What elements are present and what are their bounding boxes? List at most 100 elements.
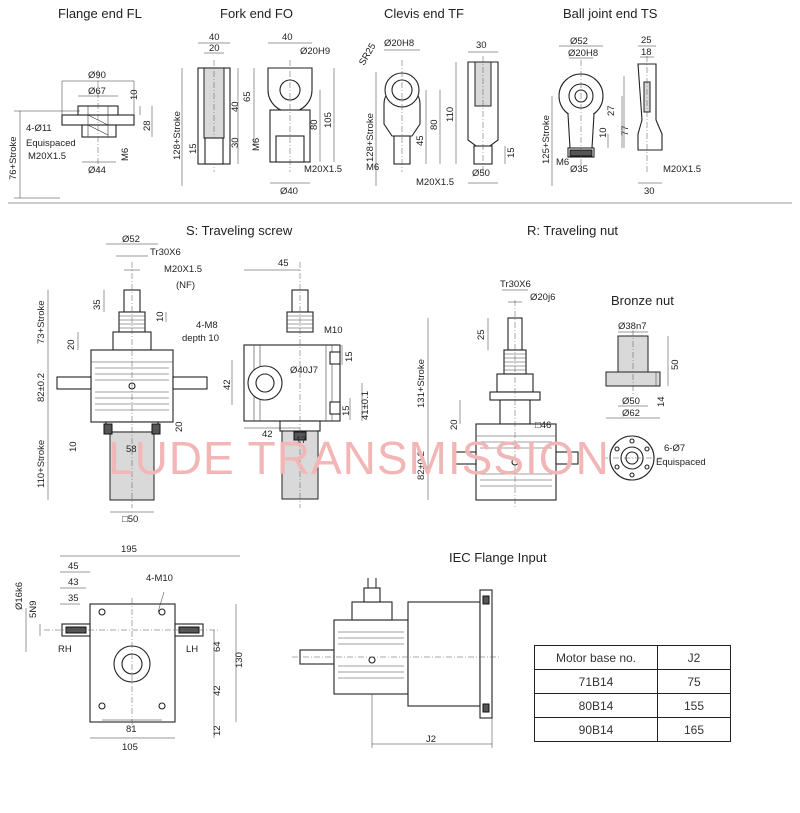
clevis-dim-w30: 30 <box>476 40 487 51</box>
flange-dim-h10: 10 <box>129 89 140 100</box>
ball-dim-thread: M20X1.5 <box>663 164 701 175</box>
nut-dim-tr: Tr30X6 <box>500 279 531 290</box>
base-dim-d16: Ø16k6 <box>14 582 25 610</box>
clevis-dim-d50: Ø50 <box>472 168 490 179</box>
bronze-dim-d50: Ø50 <box>622 396 640 407</box>
flange-dim-m6: M6 <box>120 148 131 161</box>
clevis-dim-m6: M6 <box>366 162 379 173</box>
motor-base-table: Motor base no. J2 71B14 75 80B14 155 90B… <box>534 645 731 742</box>
bronze-dim-holes: 6-Ø7 <box>664 443 685 454</box>
bronze-dim-equispaced: Equispaced <box>656 457 706 468</box>
title-fork-end: Fork end FO <box>220 6 293 21</box>
nut-dim-d20: Ø20j6 <box>530 292 555 303</box>
ball-dim-d52: Ø52 <box>570 36 588 47</box>
base-dim-h130: 130 <box>234 652 245 668</box>
fork-dim-stroke: 128+Stroke <box>172 111 183 160</box>
screw-dim-h20b: 20 <box>174 421 185 432</box>
screw-side-dim-w42: 42 <box>262 429 273 440</box>
table-cell-motor-base: 80B14 <box>534 693 658 718</box>
title-ball-joint-end: Ball joint end TS <box>563 6 658 21</box>
screw-side-dim-w45: 45 <box>278 258 289 269</box>
table-cell-j2: 165 <box>657 717 731 742</box>
bronze-dim-d62: Ø62 <box>622 408 640 419</box>
fork-dim-d20: Ø20H9 <box>300 46 330 57</box>
table-cell-motor-base: 90B14 <box>534 717 658 742</box>
ball-dim-w25: 25 <box>641 35 652 46</box>
ball-dim-h27: 27 <box>606 105 617 116</box>
table-row: 90B14 165 <box>534 717 731 742</box>
table-header-row: Motor base no. J2 <box>534 645 731 670</box>
fork-dim-h15: 15 <box>188 143 199 154</box>
screw-dim-h10b: 10 <box>68 441 79 452</box>
traveling-nut-drawing <box>427 289 579 508</box>
ball-dim-stroke: 125+Stroke <box>541 115 552 164</box>
nut-dim-h82: 82±0.2 <box>416 451 427 480</box>
base-dim-w43: 43 <box>68 577 79 588</box>
table-row: 80B14 155 <box>534 693 731 718</box>
base-dim-w35: 35 <box>68 593 79 604</box>
title-clevis-end: Clevis end TF <box>384 6 464 21</box>
base-dim-h12: 12 <box>212 725 223 736</box>
iec-flange-drawing <box>292 578 500 748</box>
fork-dim-m6: M6 <box>251 138 262 151</box>
base-dim-lh: LH <box>186 644 198 655</box>
title-iec-flange-input: IEC Flange Input <box>449 550 547 565</box>
fork-dim-h105: 105 <box>323 112 334 128</box>
screw-dim-d52: Ø52 <box>122 234 140 245</box>
base-dim-w45: 45 <box>68 561 79 572</box>
clevis-dim-d20: Ø20H8 <box>384 38 414 49</box>
fork-dim-h40: 40 <box>230 101 241 112</box>
fork-end-drawing <box>181 42 335 186</box>
table-header-j2: J2 <box>657 645 731 670</box>
fork-dim-w40a: 40 <box>209 32 220 43</box>
traveling-screw-side-drawing <box>231 262 363 508</box>
table-row: 71B14 75 <box>534 669 731 694</box>
title-traveling-nut: R: Traveling nut <box>527 223 618 238</box>
screw-dim-sq50: □50 <box>122 514 138 525</box>
fork-dim-w20: 20 <box>209 43 220 54</box>
nut-dim-stroke131: 131+Stroke <box>416 359 427 408</box>
ball-dim-w30: 30 <box>644 186 655 197</box>
clevis-dim-h110: 110 <box>445 107 456 122</box>
screw-side-dim-m8: 4-M8 <box>196 320 218 331</box>
base-dim-m10: 4-M10 <box>146 573 173 584</box>
clevis-dim-h80: 80 <box>429 119 440 130</box>
screw-side-dim-w17: 17 <box>296 435 307 446</box>
screw-side-dim-h42: 42 <box>222 379 233 390</box>
base-dim-rh: RH <box>58 644 72 655</box>
flange-dim-thread: M20X1.5 <box>28 151 66 162</box>
ball-dim-w18: 18 <box>641 47 652 58</box>
screw-side-dim-depth: depth 10 <box>182 333 219 344</box>
title-traveling-screw: S: Traveling screw <box>186 223 293 238</box>
base-dim-w81: 81 <box>126 724 137 735</box>
bronze-dim-d38: Ø38n7 <box>618 321 647 332</box>
fork-dim-h65: 65 <box>242 91 253 102</box>
table-cell-motor-base: 71B14 <box>534 669 658 694</box>
clevis-dim-h15: 15 <box>506 147 517 158</box>
screw-side-dim-h41: 41±0.1 <box>360 391 371 420</box>
screw-side-dim-h15b: 15 <box>341 405 352 416</box>
iec-dim-j2: J2 <box>426 734 436 745</box>
screw-dim-h35: 35 <box>92 299 103 310</box>
fork-dim-h30: 30 <box>230 137 241 148</box>
nut-dim-h20: 20 <box>449 419 460 430</box>
flange-dim-d44: Ø44 <box>88 165 106 176</box>
screw-dim-thread: M20X1.5 <box>164 264 202 275</box>
base-top-view-drawing <box>25 555 240 739</box>
flange-end-drawing <box>14 70 153 199</box>
screw-dim-h10: 10 <box>155 311 166 322</box>
base-dim-h64: 64 <box>212 641 223 652</box>
table-cell-j2: 75 <box>657 669 731 694</box>
title-bronze-nut: Bronze nut <box>611 293 674 308</box>
fork-dim-thread: M20X1.5 <box>304 164 342 175</box>
screw-dim-stroke73: 73+Stroke <box>36 300 47 344</box>
flange-dim-h28: 28 <box>142 120 153 131</box>
nut-dim-h25: 25 <box>476 329 487 340</box>
screw-dim-stroke110: 110+Stroke <box>36 440 47 488</box>
flange-dim-d90: Ø90 <box>88 70 106 81</box>
screw-dim-nf: (NF) <box>176 280 195 291</box>
ball-dim-d20: Ø20H8 <box>568 48 598 59</box>
screw-dim-tr: Tr30X6 <box>150 247 181 258</box>
ball-dim-m6: M6 <box>556 157 569 168</box>
